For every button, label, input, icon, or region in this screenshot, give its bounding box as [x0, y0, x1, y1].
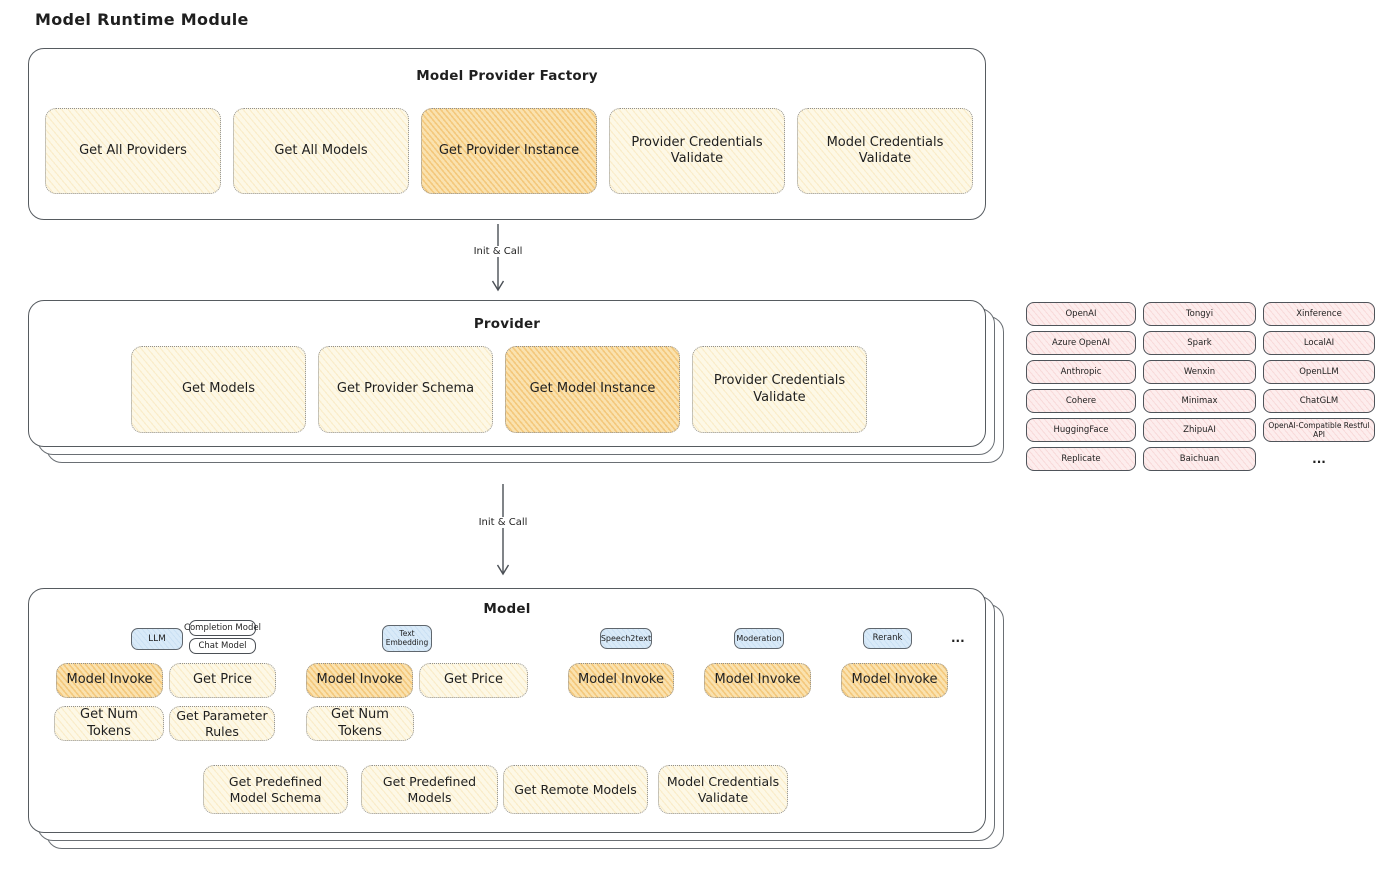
provider-chip-huggingface: HuggingFace: [1026, 418, 1136, 442]
provider-chip-chatglm: ChatGLM: [1263, 389, 1375, 413]
node-get-provider-schema: Get Provider Schema: [318, 346, 493, 433]
arrow-line-icon: [496, 484, 510, 576]
node-llm-get-num-tokens: Get Num Tokens: [54, 706, 164, 741]
provider-box: Provider Get Models Get Provider Schema …: [28, 300, 986, 447]
provider-chip-baichuan: Baichuan: [1143, 447, 1256, 471]
node-get-predefined-model-schema: Get Predefined Model Schema: [203, 765, 348, 814]
arrow-label-init-call-2: Init & Call: [474, 517, 532, 528]
factory-box: Model Provider Factory Get All Providers…: [28, 48, 986, 220]
provider-chip-anthropic: Anthropic: [1026, 360, 1136, 384]
model-stack: Model LLM Completion Model Chat Model Te…: [28, 588, 1004, 849]
provider-chip-xinference: Xinference: [1263, 302, 1375, 326]
provider-chip-openai-compatible: OpenAI-Compatible Restful API: [1263, 418, 1375, 442]
tag-moderation: Moderation: [734, 628, 784, 649]
provider-buttons: Get Models Get Provider Schema Get Model…: [131, 346, 867, 433]
node-get-provider-instance: Get Provider Instance: [421, 108, 597, 194]
arrow-label-init-call-1: Init & Call: [469, 246, 527, 257]
factory-title: Model Provider Factory: [416, 68, 598, 84]
tag-rerank: Rerank: [863, 628, 912, 649]
node-llm-get-parameter-rules: Get Parameter Rules: [169, 706, 275, 741]
node-model-credentials-validate: Model Credentials Validate: [797, 108, 973, 194]
node-get-all-models: Get All Models: [233, 108, 409, 194]
tag-text-embedding: Text Embedding: [382, 625, 432, 652]
provider-palette: OpenAI Tongyi Xinference Azure OpenAI Sp…: [1026, 302, 1378, 471]
node-get-all-providers: Get All Providers: [45, 108, 221, 194]
provider-palette-more: ...: [1312, 452, 1326, 466]
tag-speech2text: Speech2text: [600, 628, 652, 649]
node-get-remote-models: Get Remote Models: [503, 765, 648, 814]
arrow-provider-to-model: Init & Call: [474, 484, 532, 580]
model-tags-more: ...: [951, 631, 965, 645]
node-get-model-instance: Get Model Instance: [505, 346, 680, 433]
node-provider-credentials-validate: Provider Credentials Validate: [609, 108, 785, 194]
node-get-predefined-models: Get Predefined Models: [361, 765, 498, 814]
node-moderation-model-invoke: Model Invoke: [704, 663, 811, 698]
node-rerank-model-invoke: Model Invoke: [841, 663, 948, 698]
provider-chip-minimax: Minimax: [1143, 389, 1256, 413]
provider-chip-replicate: Replicate: [1026, 447, 1136, 471]
node-model-credentials-validate-2: Model Credentials Validate: [658, 765, 788, 814]
tag-llm: LLM: [131, 628, 183, 650]
node-speech2text-model-invoke: Model Invoke: [568, 663, 674, 698]
node-embedding-model-invoke: Model Invoke: [306, 663, 413, 698]
page-title: Model Runtime Module: [35, 10, 249, 29]
model-box: Model LLM Completion Model Chat Model Te…: [28, 588, 986, 833]
node-embedding-get-num-tokens: Get Num Tokens: [306, 706, 414, 741]
node-get-models: Get Models: [131, 346, 306, 433]
provider-chip-openai: OpenAI: [1026, 302, 1136, 326]
provider-chip-localai: LocalAI: [1263, 331, 1375, 355]
provider-title: Provider: [473, 316, 541, 332]
provider-chip-azure-openai: Azure OpenAI: [1026, 331, 1136, 355]
model-title: Model: [483, 601, 531, 617]
tag-completion-model: Completion Model: [184, 620, 261, 636]
provider-chip-tongyi: Tongyi: [1143, 302, 1256, 326]
provider-chip-wenxin: Wenxin: [1143, 360, 1256, 384]
provider-chip-spark: Spark: [1143, 331, 1256, 355]
tag-chat-model: Chat Model: [189, 638, 256, 654]
arrow-line-icon: [491, 224, 505, 292]
node-llm-get-price: Get Price: [169, 663, 276, 698]
node-provider-credentials-validate-2: Provider Credentials Validate: [692, 346, 867, 433]
provider-chip-cohere: Cohere: [1026, 389, 1136, 413]
node-llm-model-invoke: Model Invoke: [56, 663, 163, 698]
provider-stack: Provider Get Models Get Provider Schema …: [28, 300, 1004, 463]
provider-chip-zhipuai: ZhipuAI: [1143, 418, 1256, 442]
node-embedding-get-price: Get Price: [419, 663, 528, 698]
factory-buttons: Get All Providers Get All Models Get Pro…: [45, 108, 973, 194]
provider-chip-openllm: OpenLLM: [1263, 360, 1375, 384]
arrow-factory-to-provider: Init & Call: [469, 224, 527, 296]
